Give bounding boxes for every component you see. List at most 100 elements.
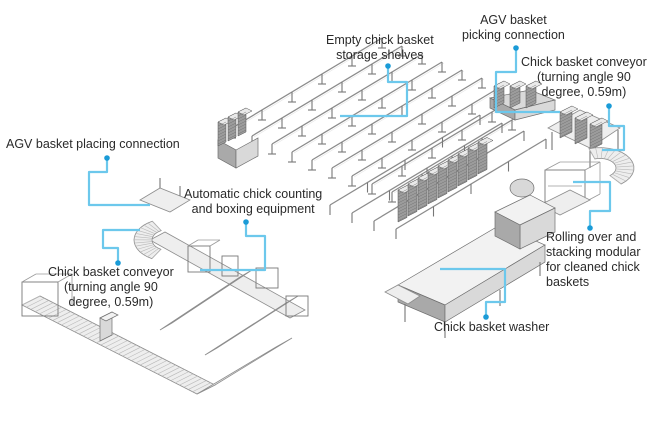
basket-stack-layer (237, 126, 247, 132)
basket-stack-layer (574, 130, 588, 138)
basket-stack-layer (407, 183, 418, 189)
leader-washer (440, 267, 507, 317)
basket-stack-layer (477, 141, 488, 147)
upper-left-conveyor (139, 178, 191, 213)
basket-stack-layer (407, 198, 418, 204)
basket-stack-layer (217, 130, 227, 136)
basket-stack-layer (477, 153, 488, 159)
conveyor-roller (139, 355, 159, 366)
basket-stack-layer (217, 121, 227, 127)
leader-conveyor-top (602, 106, 626, 152)
curve-roller (134, 236, 153, 239)
label-conveyor-bottom: Chick basket conveyor (turning angle 90 … (48, 265, 174, 310)
basket-stack-layer (217, 127, 227, 133)
basket-stack-layer (589, 133, 603, 141)
basket-stack-layer (525, 87, 537, 94)
basket-stack-layer (227, 119, 237, 125)
basket-stack-layer (417, 198, 428, 204)
basket-stack-layer (467, 153, 478, 159)
conveyor-roller (83, 326, 102, 337)
agv-picking-unit (488, 80, 557, 121)
basket-stack-layer (525, 90, 537, 97)
basket-stack-layer (447, 165, 458, 171)
basket-stack-layer (227, 125, 237, 131)
basket-stack-layer (467, 168, 478, 174)
basket-stack-layer (447, 186, 458, 192)
label-line: AGV basket (480, 13, 547, 27)
basket-stack-layer (447, 180, 458, 186)
leader-conveyor-bottom (101, 228, 140, 263)
leader-agv-picking (494, 48, 560, 114)
conveyor-line-left (21, 231, 309, 395)
basket-stack-row (397, 137, 494, 223)
basket-stack-layer (417, 195, 428, 201)
shelf-rail (271, 53, 423, 145)
leader-counting (200, 222, 267, 272)
basket-stack-layer (237, 123, 247, 129)
label-agv-placing-connection: AGV basket placing connection (6, 137, 180, 152)
conveyor-roller (157, 364, 176, 375)
basket-stack-layer (559, 118, 573, 126)
conveyor-roller (56, 313, 76, 324)
basket-stack-layer (457, 174, 468, 180)
basket-stack-layer (525, 93, 537, 100)
basket-stack-layer (574, 133, 588, 141)
basket-stack-layer (467, 150, 478, 156)
basket-stack-layer (227, 122, 237, 128)
basket-stack-layer (237, 111, 247, 117)
label-conveyor-top: Chick basket conveyor (turning angle 90 … (521, 55, 647, 100)
conveyor-roller (126, 349, 146, 359)
curve-roller (615, 161, 633, 166)
basket-stack-layer (417, 189, 428, 195)
basket-stack-layer (467, 159, 478, 165)
basket-stack-layer (574, 118, 588, 126)
basket-stack-layer (509, 87, 521, 94)
basket-stack-layer (447, 159, 458, 165)
basket-stack-layer (427, 180, 438, 186)
basket-stack-layer (574, 115, 588, 123)
basket-stack-layer (477, 165, 488, 171)
basket-stack-layer (447, 162, 458, 168)
conveyor-roller (104, 338, 124, 348)
curve-roller (588, 148, 596, 160)
shelf-rail-inner (333, 78, 485, 170)
conveyor-roller (131, 351, 150, 361)
basket-stack-layer (589, 124, 603, 132)
basket-stack-layer (467, 174, 478, 180)
curve-roller (609, 175, 622, 185)
conveyor-roller (135, 353, 154, 364)
basket-stack-layer (559, 121, 573, 129)
basket-stack-layer (437, 192, 448, 198)
curve-roller (147, 222, 160, 232)
conveyor-roller (161, 366, 181, 377)
basket-stack-layer (427, 192, 438, 198)
basket-stack-layer (457, 159, 468, 165)
leader-storage (340, 66, 409, 118)
basket-stack-layer (397, 192, 408, 198)
label-rolling-over-module: Rolling over and stacking modular for cl… (546, 230, 641, 290)
basket-stack-layer (559, 127, 573, 135)
basket-stack-layer (509, 84, 521, 91)
label-line: degree, 0.59m) (68, 295, 154, 309)
curve-roller (140, 227, 156, 235)
basket-stack-layer (417, 201, 428, 207)
basket-stack-layer (437, 168, 448, 174)
conveyor-roller (78, 324, 98, 335)
basket-stack-layer (397, 210, 408, 216)
conveyor-roller (192, 382, 211, 393)
curve-roller (135, 233, 153, 238)
curve-roller (147, 248, 159, 258)
curve-roller (612, 154, 627, 163)
basket-stack-layer (427, 195, 438, 201)
basket-stack-layer (574, 136, 588, 144)
basket-stack-layer (437, 183, 448, 189)
basket-stack-layer (407, 207, 418, 213)
conveyor-roller (144, 358, 163, 368)
shelf-rail-inner (233, 38, 385, 130)
basket-stack-layer (227, 131, 237, 137)
basket-stack-layer (407, 210, 418, 216)
basket-stack-layer (407, 186, 418, 192)
basket-stack-layer (397, 198, 408, 204)
conveyor-roller (48, 309, 67, 319)
basket-stack-layer (217, 139, 227, 145)
